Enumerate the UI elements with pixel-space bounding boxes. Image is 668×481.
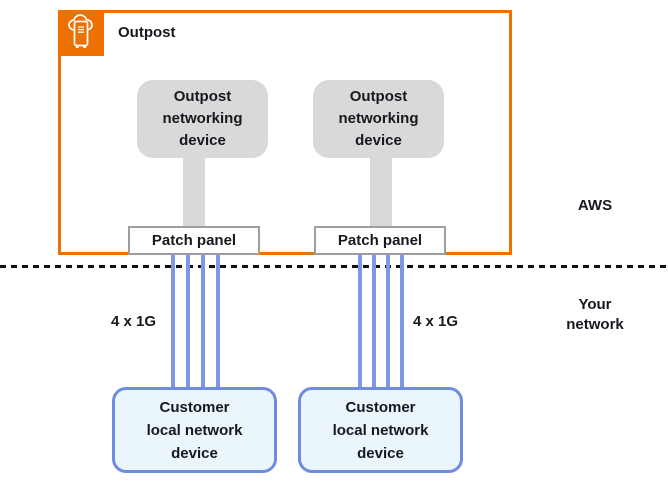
customer-local-network-device-2: Customer local network device — [298, 387, 463, 473]
cable-1-1 — [171, 255, 175, 390]
cable-2-2 — [372, 255, 376, 390]
cable-capacity-label-2: 4 x 1G — [413, 313, 459, 330]
cable-capacity-label-1: 4 x 1G — [111, 313, 157, 330]
aws-region-label: AWS — [577, 197, 613, 214]
device-to-panel-connector-1 — [183, 155, 205, 227]
cable-2-3 — [386, 255, 390, 390]
your-network-region-label: Your network — [566, 296, 624, 333]
device-to-panel-connector-2 — [370, 155, 392, 227]
outpost-networking-device-1: Outpost networking device — [137, 80, 268, 158]
customer-local-network-device-1: Customer local network device — [112, 387, 277, 473]
cable-2-1 — [358, 255, 362, 390]
cable-1-2 — [186, 255, 190, 390]
outposts-icon-glyph — [58, 10, 104, 56]
cable-1-3 — [201, 255, 205, 390]
network-boundary-dashed-line — [0, 265, 668, 268]
patch-panel-1: Patch panel — [128, 226, 260, 255]
aws-outposts-icon — [58, 10, 104, 56]
outpost-networking-device-2: Outpost networking device — [313, 80, 444, 158]
patch-panel-2: Patch panel — [314, 226, 446, 255]
cable-1-4 — [216, 255, 220, 390]
cable-2-4 — [400, 255, 404, 390]
outpost-group-label: Outpost — [118, 24, 176, 41]
